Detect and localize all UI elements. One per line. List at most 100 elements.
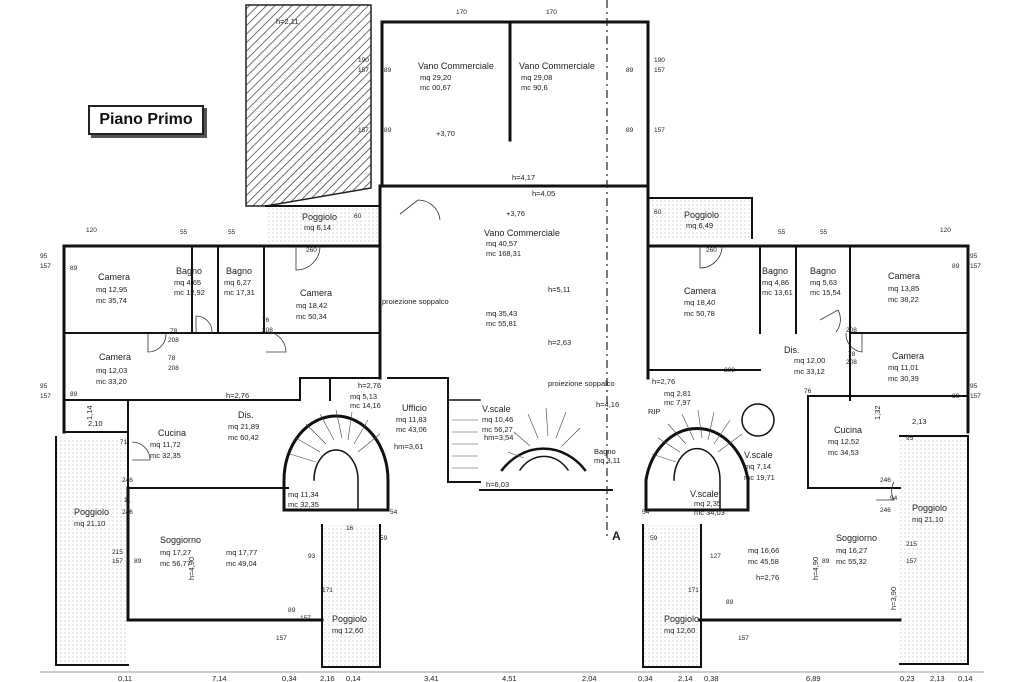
- svg-text:h=2,76: h=2,76: [226, 391, 249, 400]
- svg-text:Camera: Camera: [684, 286, 716, 296]
- svg-text:mc 33,20: mc 33,20: [96, 377, 127, 386]
- svg-text:215: 215: [906, 541, 917, 548]
- room-poggiolo2: Poggiolo mq 6,49: [684, 210, 719, 230]
- svg-text:Poggiolo: Poggiolo: [302, 212, 337, 222]
- svg-text:mc 14,16: mc 14,16: [350, 401, 381, 410]
- svg-text:89: 89: [626, 127, 634, 134]
- svg-text:mc 32,35: mc 32,35: [150, 451, 181, 460]
- room-vscale2: V.scale mq 7,14 mc 19,71: [744, 450, 775, 482]
- svg-text:Soggiorno: Soggiorno: [160, 535, 201, 545]
- svg-text:157: 157: [906, 558, 917, 565]
- svg-text:Cucina: Cucina: [834, 425, 862, 435]
- svg-text:mc 49,04: mc 49,04: [226, 559, 257, 568]
- svg-text:mc 50,78: mc 50,78: [684, 309, 715, 318]
- svg-text:89: 89: [288, 607, 296, 614]
- svg-text:89: 89: [70, 265, 78, 272]
- svg-text:78: 78: [170, 328, 178, 335]
- svg-text:mq 6,14: mq 6,14: [304, 223, 331, 232]
- svg-text:mc 35,74: mc 35,74: [96, 296, 127, 305]
- svg-text:0,11: 0,11: [118, 674, 132, 682]
- svg-text:mq 16,27: mq 16,27: [836, 546, 867, 555]
- svg-text:208: 208: [846, 327, 857, 334]
- svg-text:mc 33,12: mc 33,12: [794, 367, 825, 376]
- svg-text:0,14: 0,14: [958, 674, 973, 682]
- room-labels: Vano Commerciale mq 29,20 mc 00,67 Vano …: [74, 61, 947, 635]
- svg-text:h=2,76: h=2,76: [652, 377, 675, 386]
- svg-text:mc 34,53: mc 34,53: [828, 448, 859, 457]
- opening-dims: 89 89 89 89 157 157 157 157 190 190 170 …: [40, 9, 981, 642]
- plan-title-text: Piano Primo: [99, 111, 193, 128]
- svg-text:mc 17,31: mc 17,31: [224, 288, 255, 297]
- svg-text:89: 89: [384, 67, 392, 74]
- svg-text:54: 54: [390, 509, 398, 516]
- roof-hatch: [245, 4, 372, 207]
- svg-text:260: 260: [306, 247, 317, 254]
- svg-text:mq 12,52: mq 12,52: [828, 437, 859, 446]
- svg-text:2,10: 2,10: [88, 419, 103, 428]
- svg-text:208: 208: [724, 367, 735, 374]
- room-poggiolo1: Poggiolo mq 6,14: [302, 212, 337, 232]
- svg-text:78: 78: [848, 351, 856, 358]
- svg-text:h=4,17: h=4,17: [512, 173, 535, 182]
- svg-text:Camera: Camera: [300, 288, 332, 298]
- room-vano3: Vano Commerciale mq 40,57 mc 168,31: [484, 228, 560, 258]
- svg-text:hm=3,61: hm=3,61: [394, 442, 423, 451]
- svg-text:h=4,16: h=4,16: [596, 400, 619, 409]
- svg-text:Poggiolo: Poggiolo: [684, 210, 719, 220]
- svg-text:2,04: 2,04: [582, 674, 597, 682]
- svg-text:215: 215: [112, 549, 123, 556]
- svg-text:95: 95: [906, 435, 914, 442]
- note-h: h=2,11: [276, 17, 299, 26]
- svg-text:170: 170: [546, 9, 557, 16]
- room-dis1: Dis. mq 21,89 mc 60,42: [228, 410, 259, 442]
- plan-title: Piano Primo: [88, 105, 204, 135]
- svg-text:Bagno: Bagno: [594, 447, 616, 456]
- svg-text:157: 157: [358, 127, 369, 134]
- svg-text:Bagno: Bagno: [762, 266, 788, 276]
- svg-text:89: 89: [726, 599, 734, 606]
- room-cucina1: Cucina mq 11,72 mc 32,35: [150, 428, 186, 460]
- svg-text:Bagno: Bagno: [226, 266, 252, 276]
- svg-text:95: 95: [40, 253, 48, 260]
- svg-text:157: 157: [654, 67, 665, 74]
- stair-treads: [289, 407, 743, 469]
- svg-text:89: 89: [626, 67, 634, 74]
- svg-text:59: 59: [650, 535, 658, 542]
- svg-text:mq 18,40: mq 18,40: [684, 298, 715, 307]
- svg-text:h=6,03: h=6,03: [486, 480, 509, 489]
- svg-text:mq 12,60: mq 12,60: [664, 626, 695, 635]
- svg-text:157: 157: [112, 558, 123, 565]
- svg-text:mq 29,08: mq 29,08: [521, 73, 552, 82]
- svg-text:mq 12,00: mq 12,00: [794, 356, 825, 365]
- svg-text:4,51: 4,51: [502, 674, 517, 682]
- room-poggiolo3: Poggiolo mq 21,10: [74, 507, 109, 528]
- svg-text:246: 246: [880, 507, 891, 514]
- svg-text:mq 18,42: mq 18,42: [296, 301, 327, 310]
- svg-text:0,34: 0,34: [282, 674, 297, 682]
- room-poggiolo6: Poggiolo mq 12,60: [664, 614, 699, 635]
- svg-text:127: 127: [710, 553, 721, 560]
- svg-text:mc 32,35: mc 32,35: [288, 500, 319, 509]
- balcony-fills: [56, 198, 968, 667]
- svg-text:2,14: 2,14: [678, 674, 693, 682]
- svg-text:mq 5,13: mq 5,13: [350, 392, 377, 401]
- room-poggiolo4: Poggiolo mq 12,60: [332, 614, 367, 635]
- room-camera3: Camera mq 12,03 mc 33,20: [96, 352, 131, 386]
- svg-text:mq 7,14: mq 7,14: [744, 462, 771, 471]
- svg-text:mc 56,77: mc 56,77: [160, 559, 191, 568]
- room-soggiorno1: Soggiorno mq 17,27 mc 56,77: [160, 535, 201, 568]
- svg-text:mc 38,22: mc 38,22: [888, 295, 919, 304]
- svg-text:89: 89: [134, 558, 142, 565]
- svg-text:mq 21,89: mq 21,89: [228, 422, 259, 431]
- svg-text:1,32: 1,32: [873, 405, 882, 420]
- svg-text:76: 76: [804, 388, 812, 395]
- svg-text:246: 246: [122, 477, 133, 484]
- svg-text:89: 89: [822, 558, 830, 565]
- svg-text:Dis.: Dis.: [238, 410, 254, 420]
- svg-text:mq 6,49: mq 6,49: [686, 221, 713, 230]
- svg-text:78: 78: [168, 355, 176, 362]
- svg-text:mc 43,06: mc 43,06: [396, 425, 427, 434]
- note-proiezione-left: proiezione soppalco: [382, 297, 449, 306]
- svg-text:59: 59: [380, 535, 388, 542]
- svg-text:89: 89: [952, 393, 960, 400]
